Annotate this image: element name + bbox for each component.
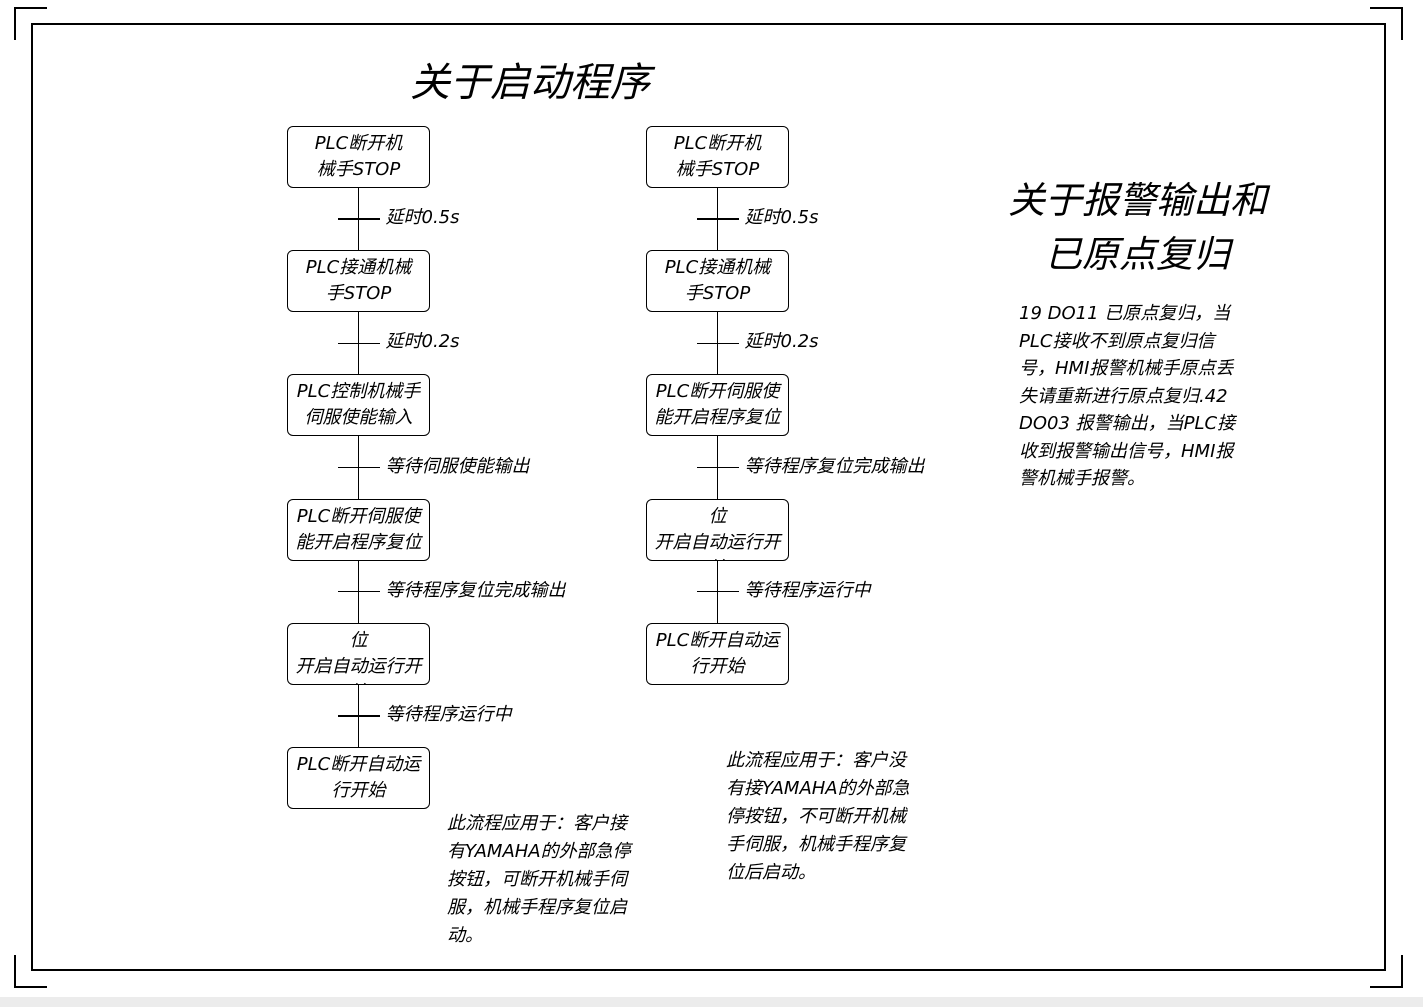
flow-step: PLC断开伺服使 能开启程序复位 <box>646 374 789 437</box>
alarm-section-title-text: 关于报警输出和 已原点复归 <box>1008 179 1267 276</box>
connector-tick <box>696 218 739 220</box>
flow-step: PLC断开自动运 行开始 <box>287 747 430 809</box>
flow-note: 此流程应用于：客户没有接YAMAHA的外部急停按钮，不可断开机械手伺服，机械手程… <box>726 750 910 883</box>
flow-note: 此流程应用于：客户接有YAMAHA的外部急停按钮，可断开机械手伺服，机械手程序复… <box>447 813 631 946</box>
flow-step: PLC断开程序复位 开启自动运行开始 <box>287 622 430 685</box>
flow-step: PLC断开程序复位 开启自动运行开始 <box>646 498 789 561</box>
connector-tick <box>337 590 380 593</box>
flow-step: PLC断开伺服使 能开启程序复位 <box>287 498 430 561</box>
connector-label: 等待程序复位完成输出 <box>744 455 925 477</box>
drawing-frame <box>31 23 1386 971</box>
connector-tick <box>337 715 380 717</box>
connector-label: 等待程序运行中 <box>744 579 871 601</box>
connector-tick <box>696 466 739 469</box>
connector-label: 等待程序运行中 <box>385 703 512 725</box>
connector-tick <box>337 466 380 469</box>
connector-tick <box>337 218 380 220</box>
connector-label: 等待程序复位完成输出 <box>385 579 566 601</box>
flow-step: PLC断开机 械手STOP <box>287 126 430 188</box>
flow-step: PLC接通机械 手STOP <box>646 250 789 313</box>
connector-label: 等待伺服使能输出 <box>385 455 530 477</box>
connector-label: 延时0.2s <box>385 331 460 353</box>
connector-tick <box>696 342 739 345</box>
alarm-section-title: 关于报警输出和 已原点复归 <box>1000 174 1275 282</box>
alarm-description: 19 DO11 已原点复归，当PLC接收不到原点复归信号，HMI报警机械手原点丢… <box>1019 303 1236 489</box>
connector-tick <box>696 590 739 593</box>
connector-label: 延时0.5s <box>385 207 460 229</box>
connector-label: 延时0.2s <box>744 331 819 353</box>
flow-step: PLC断开自动运 行开始 <box>646 622 789 685</box>
connector-tick <box>337 342 380 345</box>
connector-label: 延时0.5s <box>744 207 819 229</box>
flow-step: PLC控制机械手 伺服使能输入 <box>287 374 430 437</box>
flow-step: PLC接通机械 手STOP <box>287 250 430 313</box>
bottom-strip <box>0 997 1423 1007</box>
startup-procedure-title: 关于启动程序 <box>410 60 650 106</box>
flow-step: PLC断开机 械手STOP <box>646 126 789 188</box>
